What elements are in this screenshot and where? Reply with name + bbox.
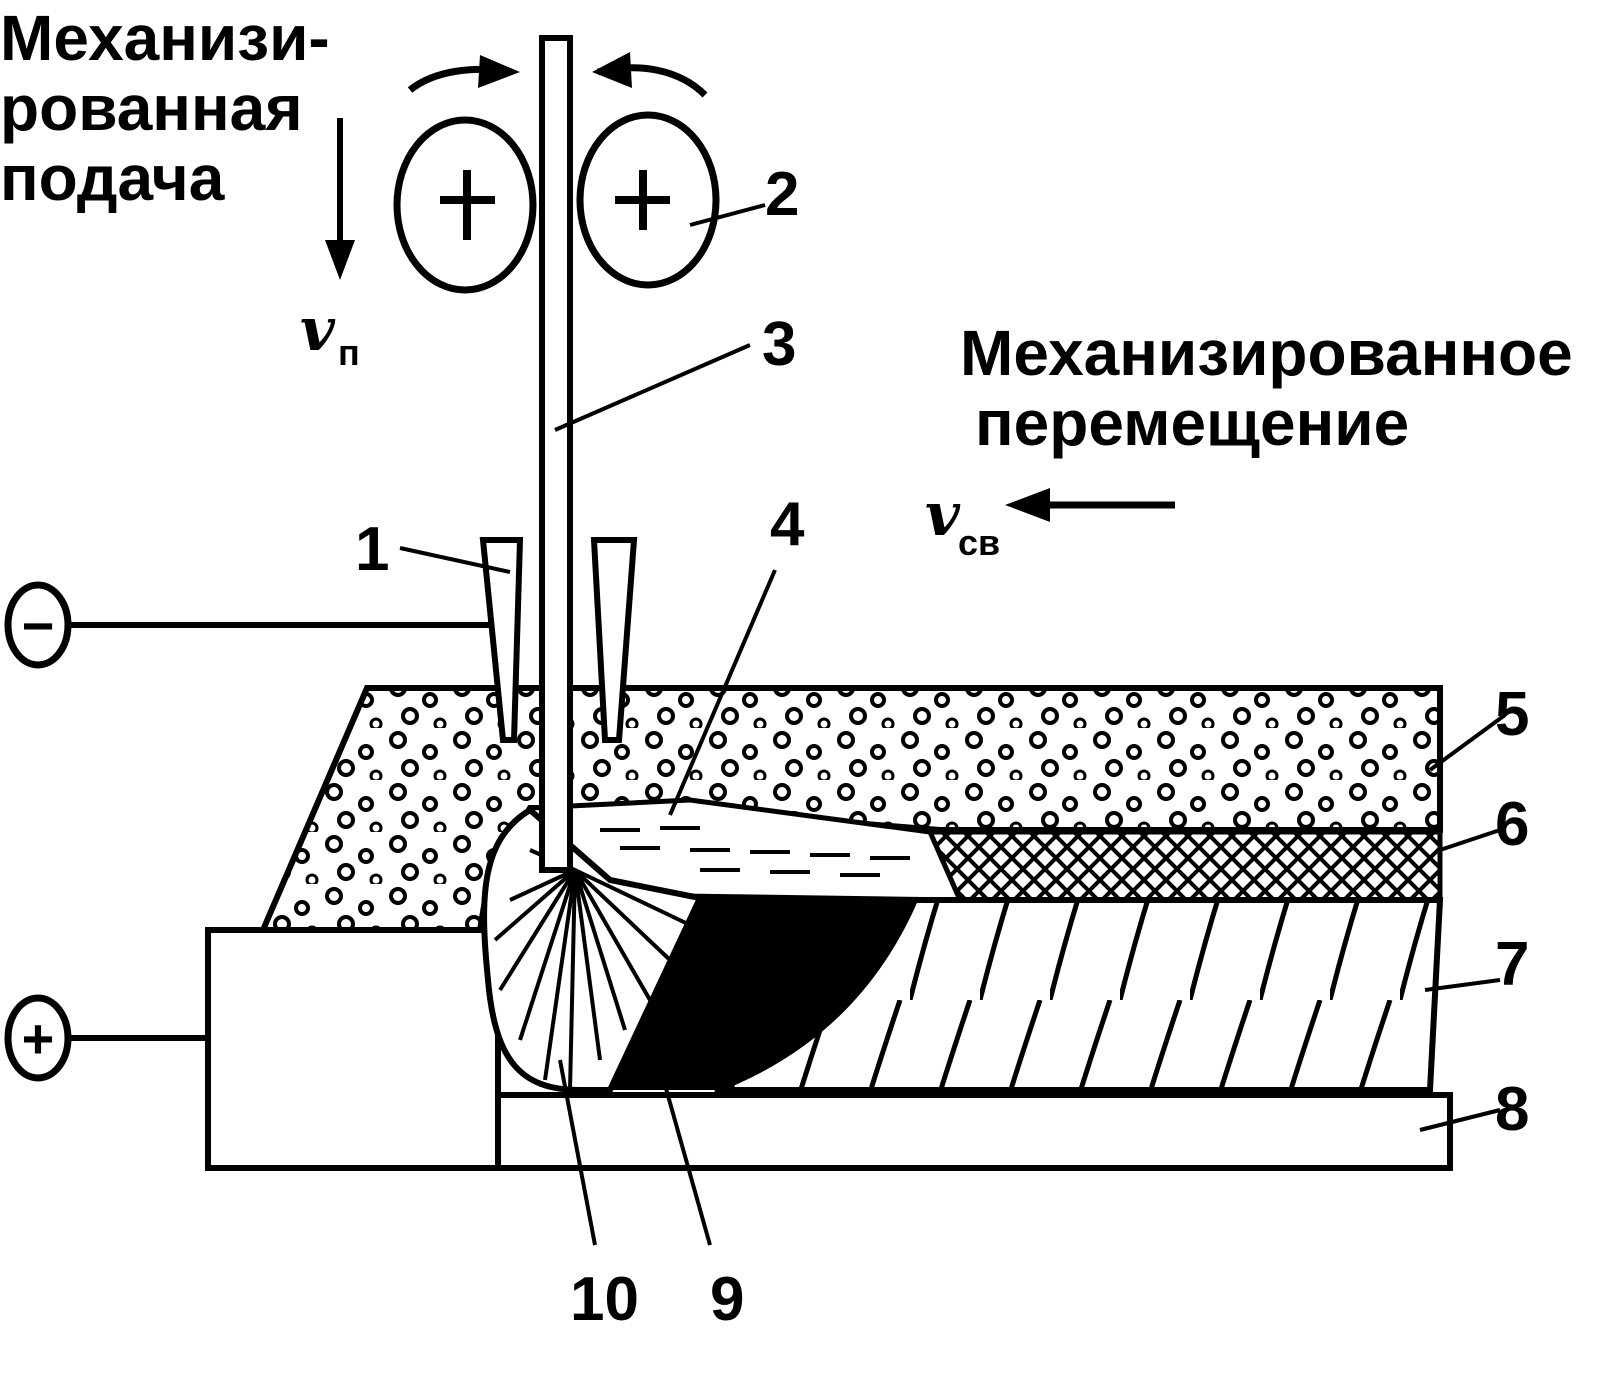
travel-label-line1: Механизированное xyxy=(960,317,1573,389)
electrode-wire xyxy=(539,35,573,873)
direction-arrow-icon xyxy=(1005,488,1175,522)
leader-lines xyxy=(399,203,1507,1246)
callout-7: 7 xyxy=(1495,930,1529,999)
solidifying-metal xyxy=(610,898,915,1090)
feed-label-line3: подача xyxy=(0,142,225,214)
feed-direction-arrow-icon xyxy=(325,118,355,280)
feed-speed-subscript: п xyxy=(338,332,360,373)
contact-tip-left xyxy=(479,537,524,743)
feed-label-line2: рованная xyxy=(0,72,303,144)
travel-label-line2: перемещение xyxy=(975,387,1409,459)
arc-rays xyxy=(493,848,691,1091)
callout-10: 10 xyxy=(570,1265,639,1334)
travel-speed-subscript: св xyxy=(958,522,1000,563)
callout-8: 8 xyxy=(1495,1075,1529,1144)
feed-label-line1: Механизи- xyxy=(0,2,330,74)
slag-crust xyxy=(926,829,1443,903)
feed-speed-symbol: v xyxy=(300,295,336,365)
contact-tip-right xyxy=(590,537,638,743)
rotation-arrowhead-right xyxy=(592,52,632,88)
callout-5: 5 xyxy=(1495,680,1529,749)
left-workpiece xyxy=(205,927,501,1171)
callout-9: 9 xyxy=(710,1265,744,1334)
callout-2: 2 xyxy=(765,160,799,229)
travel-speed-symbol: v xyxy=(925,480,961,550)
minus-terminal-sign: − xyxy=(22,594,55,657)
callout-3: 3 xyxy=(762,310,796,379)
plus-terminal-sign: + xyxy=(22,1007,55,1070)
callout-1: 1 xyxy=(355,515,389,584)
callout-6: 6 xyxy=(1495,790,1529,859)
liquid-slag-dashes xyxy=(600,826,910,877)
rotation-arrowhead-left xyxy=(478,55,520,88)
feed-roller-plus-icon xyxy=(440,170,670,240)
callout-4: 4 xyxy=(770,490,805,559)
